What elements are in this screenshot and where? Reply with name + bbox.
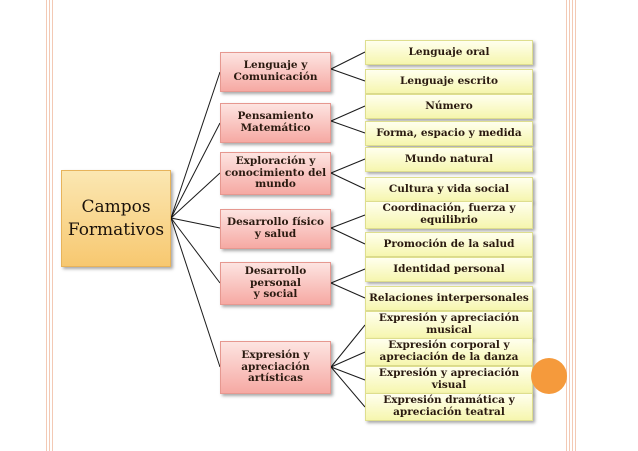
leaf-label-line: Mundo natural (404, 152, 494, 165)
connector-cat1-leaf-1 (330, 51, 366, 70)
leaf-label-line: Expresión y apreciación (378, 312, 520, 325)
category-label-line: apreciación (241, 360, 310, 373)
left-decorative-stripes (46, 0, 55, 451)
leaf-node: Expresión dramática y apreciación teatra… (365, 393, 533, 421)
connector-cat2-leaf-1 (330, 105, 366, 122)
leaf-node: Forma, espacio y medida (365, 121, 533, 146)
category-label-line: Desarrollo físico (226, 216, 324, 229)
leaf-node: Identidad personal (365, 257, 533, 282)
leaf-label-line: apreciación teatral (393, 406, 505, 418)
connector-cat4-leaf-1 (330, 214, 366, 229)
category-label-line: Lenguaje y (243, 59, 308, 72)
leaf-node: Expresión y apreciación musical (365, 311, 533, 339)
connector-root-cat-6 (170, 217, 221, 368)
category-label-line: Expresión y (241, 349, 310, 362)
root-label-line-2: Formativos (67, 219, 165, 240)
leaf-node: Cultura y vida social (365, 177, 533, 202)
connector-cat1-leaf-2 (330, 68, 366, 82)
connector-cat5-leaf-2 (330, 282, 366, 299)
leaf-label-line: Expresión dramática y (383, 394, 515, 407)
connector-cat3-leaf-2 (330, 172, 366, 190)
leaf-label-line: Relaciones interpersonales (369, 291, 529, 304)
leaf-node: Expresión y apreciación visual (365, 366, 533, 394)
connector-cat4-leaf-2 (330, 227, 366, 245)
category-label-line: Matemático (240, 122, 311, 134)
leaf-label-line: Número (425, 99, 473, 112)
connector-cat6-leaf-2 (330, 351, 366, 368)
connector-root-cat-4 (170, 217, 221, 229)
category-label-line: Comunicación (233, 71, 318, 83)
category-label-line: y social (253, 288, 298, 301)
connector-cat6-leaf-4 (330, 366, 366, 408)
connector-root-cat-3 (170, 172, 221, 219)
leaf-label-line: apreciación de la danza (379, 351, 519, 363)
connector-root-cat-5 (170, 217, 221, 284)
leaf-node: Coordinación, fuerza y equilibrio (365, 201, 533, 229)
category-label-line: Exploración y (235, 155, 316, 168)
leaf-label-line: Lenguaje oral (408, 45, 490, 58)
category-node-desarrollo-fisico: Desarrollo físico y salud (220, 209, 331, 249)
connector-cat6-leaf-3 (330, 366, 366, 381)
leaf-label-line: Cultura y vida social (388, 182, 510, 195)
category-label-line: y salud (254, 228, 297, 240)
category-label-line: Pensamiento (237, 110, 314, 123)
leaf-node: Mundo natural (365, 147, 533, 172)
connector-cat6-leaf-1 (330, 324, 366, 368)
leaf-node: Relaciones interpersonales (365, 286, 533, 311)
leaf-node: Expresión corporal y apreciación de la d… (365, 338, 533, 366)
connector-cat5-leaf-1 (330, 268, 366, 284)
root-label-line-1: Campos (81, 196, 151, 217)
connector-root-cat-2 (170, 122, 221, 219)
category-node-expresion: Expresión y apreciación artísticas (220, 341, 331, 394)
leaf-label-line: Forma, espacio y medida (376, 126, 522, 139)
orange-accent-circle (531, 358, 567, 394)
root-node-campos-formativos: Campos Formativos (61, 170, 171, 267)
leaf-label-line: Identidad personal (393, 262, 505, 275)
category-node-desarrollo-personal: Desarrollo personal y social (220, 262, 331, 305)
leaf-label-line: Expresión y apreciación (378, 367, 520, 380)
category-node-lenguaje: Lenguaje y Comunicación (220, 52, 331, 92)
leaf-node: Lenguaje escrito (365, 69, 533, 94)
leaf-node: Número (365, 94, 533, 119)
leaf-node: Lenguaje oral (365, 40, 533, 65)
leaf-label-line: musical (426, 324, 472, 336)
category-node-pensamiento: Pensamiento Matemático (220, 103, 331, 143)
right-decorative-stripes (566, 0, 576, 451)
leaf-label-line: Promoción de la salud (383, 237, 515, 250)
leaf-label-line: equilibrio (420, 214, 478, 226)
leaf-label-line: Expresión corporal y (388, 339, 510, 352)
leaf-node: Promoción de la salud (365, 232, 533, 257)
connector-cat3-leaf-1 (330, 158, 366, 174)
leaf-label-line: Lenguaje escrito (400, 74, 498, 87)
category-label-line: artísticas (247, 372, 304, 385)
connector-cat2-leaf-2 (330, 120, 366, 134)
category-label-line: mundo (255, 178, 296, 191)
category-node-exploracion: Exploración y conocimiento del mundo (220, 152, 331, 195)
connector-root-cat-1 (170, 71, 221, 219)
leaf-label-line: Coordinación, fuerza y (382, 202, 516, 215)
leaf-label-line: visual (431, 379, 467, 391)
category-label-line: Desarrollo (244, 265, 307, 278)
category-label-line: personal (250, 276, 301, 289)
category-label-line: conocimiento del (224, 166, 327, 179)
